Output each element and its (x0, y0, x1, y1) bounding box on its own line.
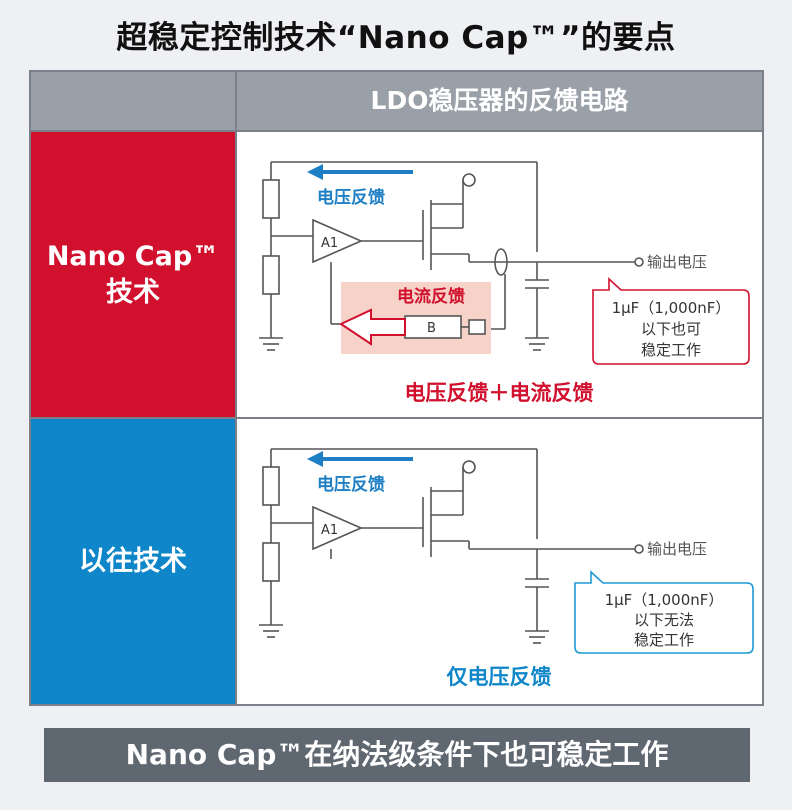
supply-terminal (462, 173, 476, 187)
circuit-panel-nanocap: 电压反馈 A1 电流反馈 B 输出电压 1μF（1,000nF） 以下也可 稳定… (237, 132, 762, 417)
panel-caption: 电压反馈＋电流反馈 (405, 381, 594, 405)
resistor-bottom (262, 255, 280, 295)
column-header: LDO稳压器的反馈电路 (237, 72, 762, 130)
row-label-line1: 以往技术 (79, 545, 187, 577)
callout-box (592, 277, 750, 365)
amplifier-label: A1 (321, 236, 338, 251)
callout-box (574, 570, 754, 654)
resistor-bottom (262, 542, 280, 582)
amplifier-label: A1 (321, 523, 338, 538)
voltage-feedback-arrow-head (307, 164, 323, 180)
callout-line3: 稳定工作 (641, 341, 701, 359)
resistor-top (262, 466, 280, 506)
footer-banner: Nano Cap™在纳法级条件下也可稳定工作 (44, 728, 750, 782)
voltage-feedback-arrow-shaft (321, 457, 413, 461)
voltage-feedback-arrow-head (307, 451, 323, 467)
callout-line2: 以下也可 (641, 320, 701, 338)
panel-caption: 仅电压反馈 (446, 665, 552, 689)
page-title: 超稳定控制技术“Nano Cap™”的要点 (116, 20, 676, 56)
circuit-diagram-conventional: 电压反馈 A1 输出电压 1μF（1,000nF） 以下无法 稳定工作 仅电压反… (259, 448, 754, 689)
current-sense-coil (494, 248, 508, 276)
callout-line1: 1μF（1,000nF） (605, 591, 724, 609)
output-label: 输出电压 (647, 540, 707, 558)
voltage-feedback-arrow-shaft (321, 170, 413, 174)
row-label-line2: 技术 (106, 276, 160, 308)
output-terminal (634, 544, 644, 554)
output-label: 输出电压 (647, 253, 707, 271)
amplifier (312, 505, 363, 551)
output-terminal (634, 257, 644, 267)
circuit-panel-conventional: 电压反馈 A1 输出电压 1μF（1,000nF） 以下无法 稳定工作 仅电压反… (237, 419, 762, 704)
voltage-feedback-label: 电压反馈 (317, 187, 385, 208)
row-label-nanocap: Nano Cap™ 技术 (31, 132, 235, 417)
block-label: B (427, 321, 436, 336)
current-feedback-arrow (338, 308, 406, 346)
callout-line2: 以下无法 (634, 611, 694, 629)
comparison-table: LDO稳压器的反馈电路 Nano Cap™ 技术 (29, 70, 764, 706)
circuit-diagram-nanocap: 电压反馈 A1 电流反馈 B 输出电压 1μF（1,000nF） 以下也可 稳定… (259, 161, 750, 405)
row-label-conventional: 以往技术 (31, 419, 235, 704)
callout-line3: 稳定工作 (634, 631, 694, 649)
supply-terminal (462, 460, 476, 474)
amplifier (312, 218, 363, 264)
connector (468, 319, 486, 335)
row-label-line1: Nano Cap™ (46, 240, 220, 272)
resistor-top (262, 179, 280, 219)
header-blank-cell (31, 72, 235, 130)
voltage-feedback-label: 电压反馈 (317, 474, 385, 495)
callout-line1: 1μF（1,000nF） (612, 299, 731, 317)
current-feedback-label: 电流反馈 (397, 286, 465, 307)
